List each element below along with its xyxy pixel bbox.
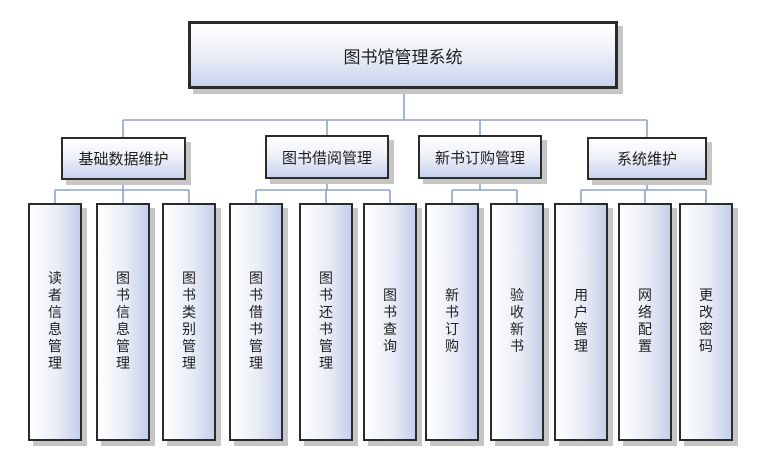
leaf-label: 图书还书管理 [319,271,333,372]
leaf-node-book-category: 图书类别管理 [162,203,216,441]
group-node-system: 系统维护 [587,137,707,180]
group-node-ordering: 新书订购管理 [418,135,542,179]
leaf-node-query: 图书查询 [363,203,417,441]
leaf-label: 读者信息管理 [48,271,62,372]
leaf-label: 验收新书 [510,288,524,355]
leaf-label: 图书查询 [383,288,397,355]
leaf-label: 更改密码 [699,288,713,355]
leaf-node-change-password: 更改密码 [679,203,733,441]
leaf-node-user-mgmt: 用户管理 [554,203,608,441]
leaf-label: 图书借书管理 [249,271,263,372]
root-node: 图书馆管理系统 [188,21,618,89]
leaf-label: 网络配置 [638,288,652,355]
leaf-node-borrow: 图书借书管理 [229,203,283,441]
leaf-label: 图书类别管理 [182,271,196,372]
leaf-node-accept-new: 验收新书 [490,203,544,441]
root-label: 图书馆管理系统 [343,47,463,68]
group-node-basic-data: 基础数据维护 [61,137,186,180]
leaf-node-new-order: 新书订购 [425,203,479,441]
leaf-node-reader-info: 读者信息管理 [28,203,82,441]
leaf-label: 用户管理 [574,288,588,355]
leaf-node-network-config: 网络配置 [618,203,672,441]
group-label: 图书借阅管理 [281,148,372,167]
leaf-node-return: 图书还书管理 [299,203,353,441]
leaf-label: 新书订购 [445,288,459,355]
leaf-label: 图书信息管理 [116,271,130,372]
group-label: 系统维护 [616,150,677,168]
group-label: 新书订购管理 [434,148,525,167]
group-node-borrowing: 图书借阅管理 [265,135,389,179]
leaf-node-book-info: 图书信息管理 [96,203,150,441]
group-label: 基础数据维护 [78,150,169,168]
